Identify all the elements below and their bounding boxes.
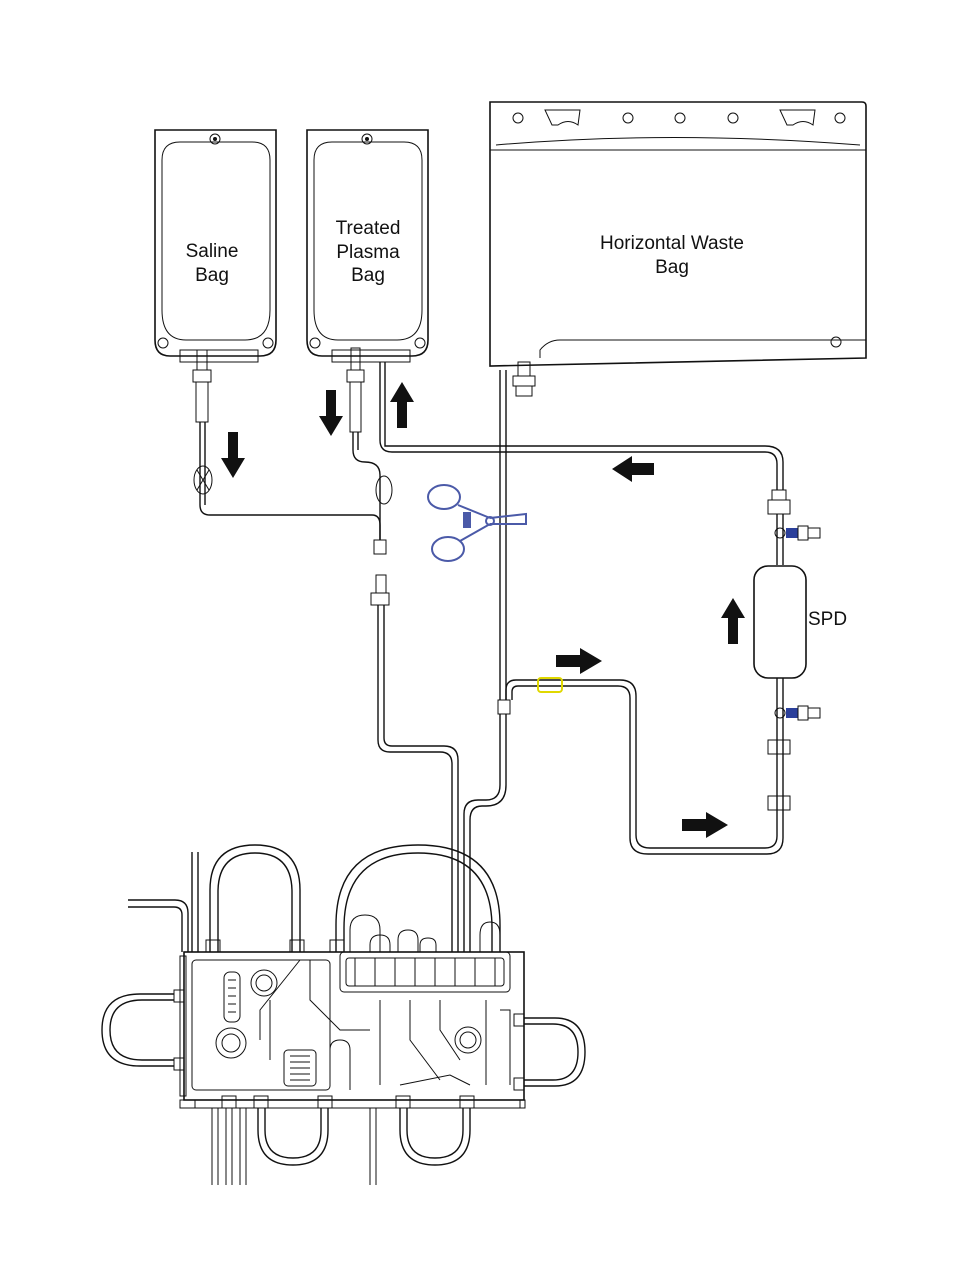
saline-bag-label-line2: Bag xyxy=(195,265,229,286)
treated-plasma-bag-label-line2: Plasma xyxy=(336,242,400,263)
flow-arrow-icon-plasma-down xyxy=(319,390,343,436)
spd-column: SPD xyxy=(753,489,847,820)
horizontal-waste-bag: Horizontal Waste Bag xyxy=(489,101,867,367)
spd-cartridge xyxy=(753,565,807,679)
saline-bag: Saline Bag xyxy=(154,129,277,363)
plasma-return-line xyxy=(346,347,459,990)
scissor-clamp-icon xyxy=(427,484,527,562)
treated-plasma-bag-label-line3: Bag xyxy=(351,265,385,286)
spd-label: SPD xyxy=(808,609,847,630)
yellow-connector-icon xyxy=(537,677,563,693)
flow-arrow-icon-plasma-up xyxy=(390,382,414,428)
stopcock-icon-lower xyxy=(774,705,821,721)
cassette-module xyxy=(101,844,586,1185)
waste-line xyxy=(463,361,536,990)
treated-plasma-bag-label-line1: Treated xyxy=(336,218,401,239)
spd-return-line xyxy=(379,362,784,490)
saline-bag-label-line1: Saline xyxy=(186,241,239,262)
flow-arrow-icon-inlet-right xyxy=(556,648,602,674)
treated-plasma-bag: Treated Plasma Bag xyxy=(306,129,429,363)
spd-inlet-line xyxy=(505,677,784,855)
waste-bag-label-line2: Bag xyxy=(655,257,689,278)
flow-arrow-icon-return-left xyxy=(612,456,654,482)
stopcock-icon-upper xyxy=(774,525,821,541)
waste-bag-label-line1: Horizontal Waste xyxy=(600,233,744,254)
saline-line xyxy=(192,349,381,540)
flow-arrow-icon-bottom-right xyxy=(682,812,728,838)
flow-arrow-icon-spd-up xyxy=(721,598,745,644)
flow-arrow-icon-saline-down xyxy=(221,432,245,478)
